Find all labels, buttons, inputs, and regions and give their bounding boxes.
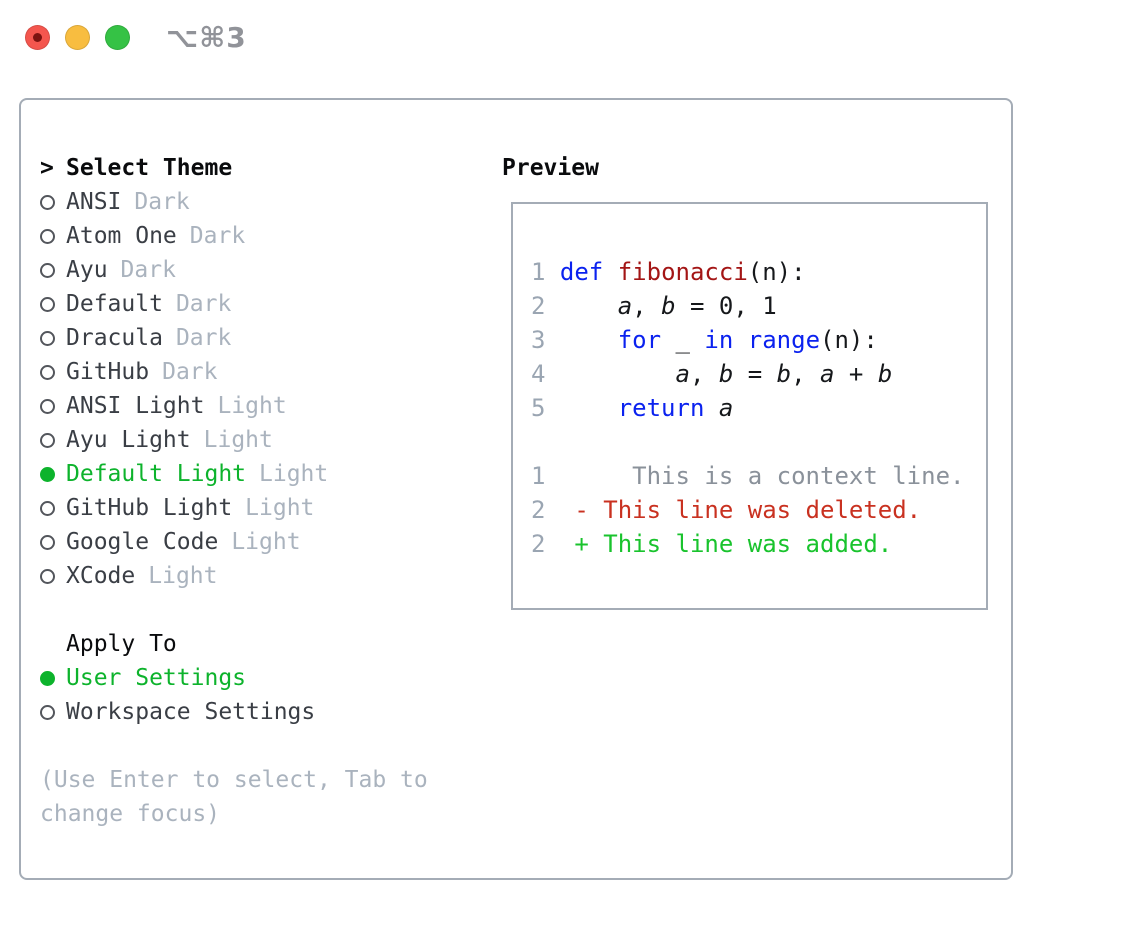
- line-number: 2: [531, 496, 546, 524]
- theme-option[interactable]: Default Light Light: [40, 457, 428, 491]
- option-label: Workspace Settings: [66, 699, 316, 725]
- radio-selected-icon: [40, 466, 55, 482]
- line-number: 1: [531, 462, 546, 490]
- line-number: 1: [531, 258, 546, 286]
- option-tag: Dark: [120, 257, 176, 283]
- option-label: ANSI Light: [66, 393, 205, 419]
- line-number: 2: [531, 292, 546, 320]
- option-tag: Light: [259, 461, 329, 487]
- code-line: 2 - This line was deleted.: [531, 496, 922, 524]
- option-label: Ayu Light: [66, 427, 191, 453]
- close-dot-icon: [33, 33, 42, 42]
- theme-option[interactable]: ANSI Light Light: [40, 389, 428, 423]
- maximize-button[interactable]: [105, 25, 130, 50]
- preview-title: Preview: [502, 155, 599, 181]
- option-label: Atom One: [66, 223, 177, 249]
- option-tag: Light: [217, 393, 287, 419]
- theme-option[interactable]: Google Code Light: [40, 525, 428, 559]
- close-button[interactable]: [25, 25, 50, 50]
- minimize-button[interactable]: [65, 25, 90, 50]
- option-label: XCode: [66, 563, 136, 589]
- apply-to-title: Apply To: [66, 631, 177, 657]
- theme-option[interactable]: XCode Light: [40, 559, 428, 593]
- option-label: Default: [66, 291, 163, 317]
- option-tag: Dark: [134, 189, 190, 215]
- theme-option[interactable]: Dracula Dark: [40, 321, 428, 355]
- code-line: 4 a, b = b, a + b: [531, 360, 893, 388]
- select-theme-header-row: > Select Theme: [40, 151, 428, 185]
- radio-selected-icon: [40, 670, 55, 686]
- option-label: User Settings: [66, 665, 247, 691]
- option-label: Ayu: [66, 257, 108, 283]
- apply-to-option[interactable]: User Settings: [40, 661, 428, 695]
- option-label: Google Code: [66, 529, 219, 555]
- theme-option[interactable]: Atom One Dark: [40, 219, 428, 253]
- select-theme-title: Select Theme: [66, 155, 233, 181]
- theme-option[interactable]: GitHub Dark: [40, 355, 428, 389]
- theme-option[interactable]: Ayu Light Light: [40, 423, 428, 457]
- line-number: 2: [531, 530, 546, 558]
- option-tag: Light: [245, 495, 315, 521]
- hint-line-2: change focus): [40, 801, 221, 827]
- code-line: 2 a, b = 0, 1: [531, 292, 777, 320]
- hint-line-1: (Use Enter to select, Tab to: [40, 767, 428, 793]
- preview-pane: 1 def fibonacci(n): 2 a, b = 0, 1 3 for _ …: [511, 202, 988, 610]
- option-label: Dracula: [66, 325, 163, 351]
- code-line: 5 return a: [531, 394, 734, 422]
- option-label: GitHub Light: [66, 495, 233, 521]
- code-line: 1 def fibonacci(n):: [531, 258, 806, 286]
- theme-option[interactable]: Default Dark: [40, 287, 428, 321]
- code-line: 3 for _ in range(n):: [531, 326, 878, 354]
- option-tag: Light: [148, 563, 218, 589]
- line-number: 5: [531, 394, 546, 422]
- apply-to-option[interactable]: Workspace Settings: [40, 695, 428, 729]
- radio-unselected-icon: [40, 262, 55, 278]
- radio-unselected-icon: [40, 296, 55, 312]
- code-preview: 1 def fibonacci(n): 2 a, b = 0, 1 3 for _ …: [531, 255, 964, 561]
- prompt-icon: >: [40, 155, 54, 181]
- option-label: GitHub: [66, 359, 150, 385]
- option-label: ANSI: [66, 189, 122, 215]
- line-number: 3: [531, 326, 546, 354]
- option-tag: Light: [203, 427, 273, 453]
- code-block: 1 def fibonacci(n): 2 a, b = 0, 1 3 for _ …: [531, 255, 964, 425]
- window-title: ⌥⌘3: [166, 21, 247, 54]
- radio-unselected-icon: [40, 704, 55, 720]
- code-line: 1 This is a context line.: [531, 462, 965, 490]
- apply-to-header-row: Apply To: [40, 627, 428, 661]
- radio-unselected-icon: [40, 228, 55, 244]
- titlebar: ⌥⌘3: [0, 0, 1140, 75]
- option-tag: Dark: [189, 223, 246, 249]
- radio-unselected-icon: [40, 568, 55, 584]
- option-tag: Dark: [175, 325, 232, 351]
- code-line: 2 + This line was added.: [531, 530, 893, 558]
- option-label: Default Light: [66, 461, 247, 487]
- radio-unselected-icon: [40, 194, 55, 210]
- spacer: [40, 593, 428, 627]
- theme-option[interactable]: Ayu Dark: [40, 253, 428, 287]
- option-tag: Dark: [175, 291, 232, 317]
- diff-block: 1 This is a context line. 2 - This line w…: [531, 459, 964, 561]
- spacer: [40, 729, 428, 763]
- radio-unselected-icon: [40, 330, 55, 346]
- radio-unselected-icon: [40, 432, 55, 448]
- radio-unselected-icon: [40, 398, 55, 414]
- line-number: 4: [531, 360, 546, 388]
- option-tag: Dark: [162, 359, 218, 385]
- radio-unselected-icon: [40, 364, 55, 380]
- theme-option[interactable]: GitHub Light Light: [40, 491, 428, 525]
- radio-unselected-icon: [40, 534, 55, 550]
- theme-option[interactable]: ANSI Dark: [40, 185, 428, 219]
- option-tag: Light: [231, 529, 301, 555]
- radio-unselected-icon: [40, 500, 55, 516]
